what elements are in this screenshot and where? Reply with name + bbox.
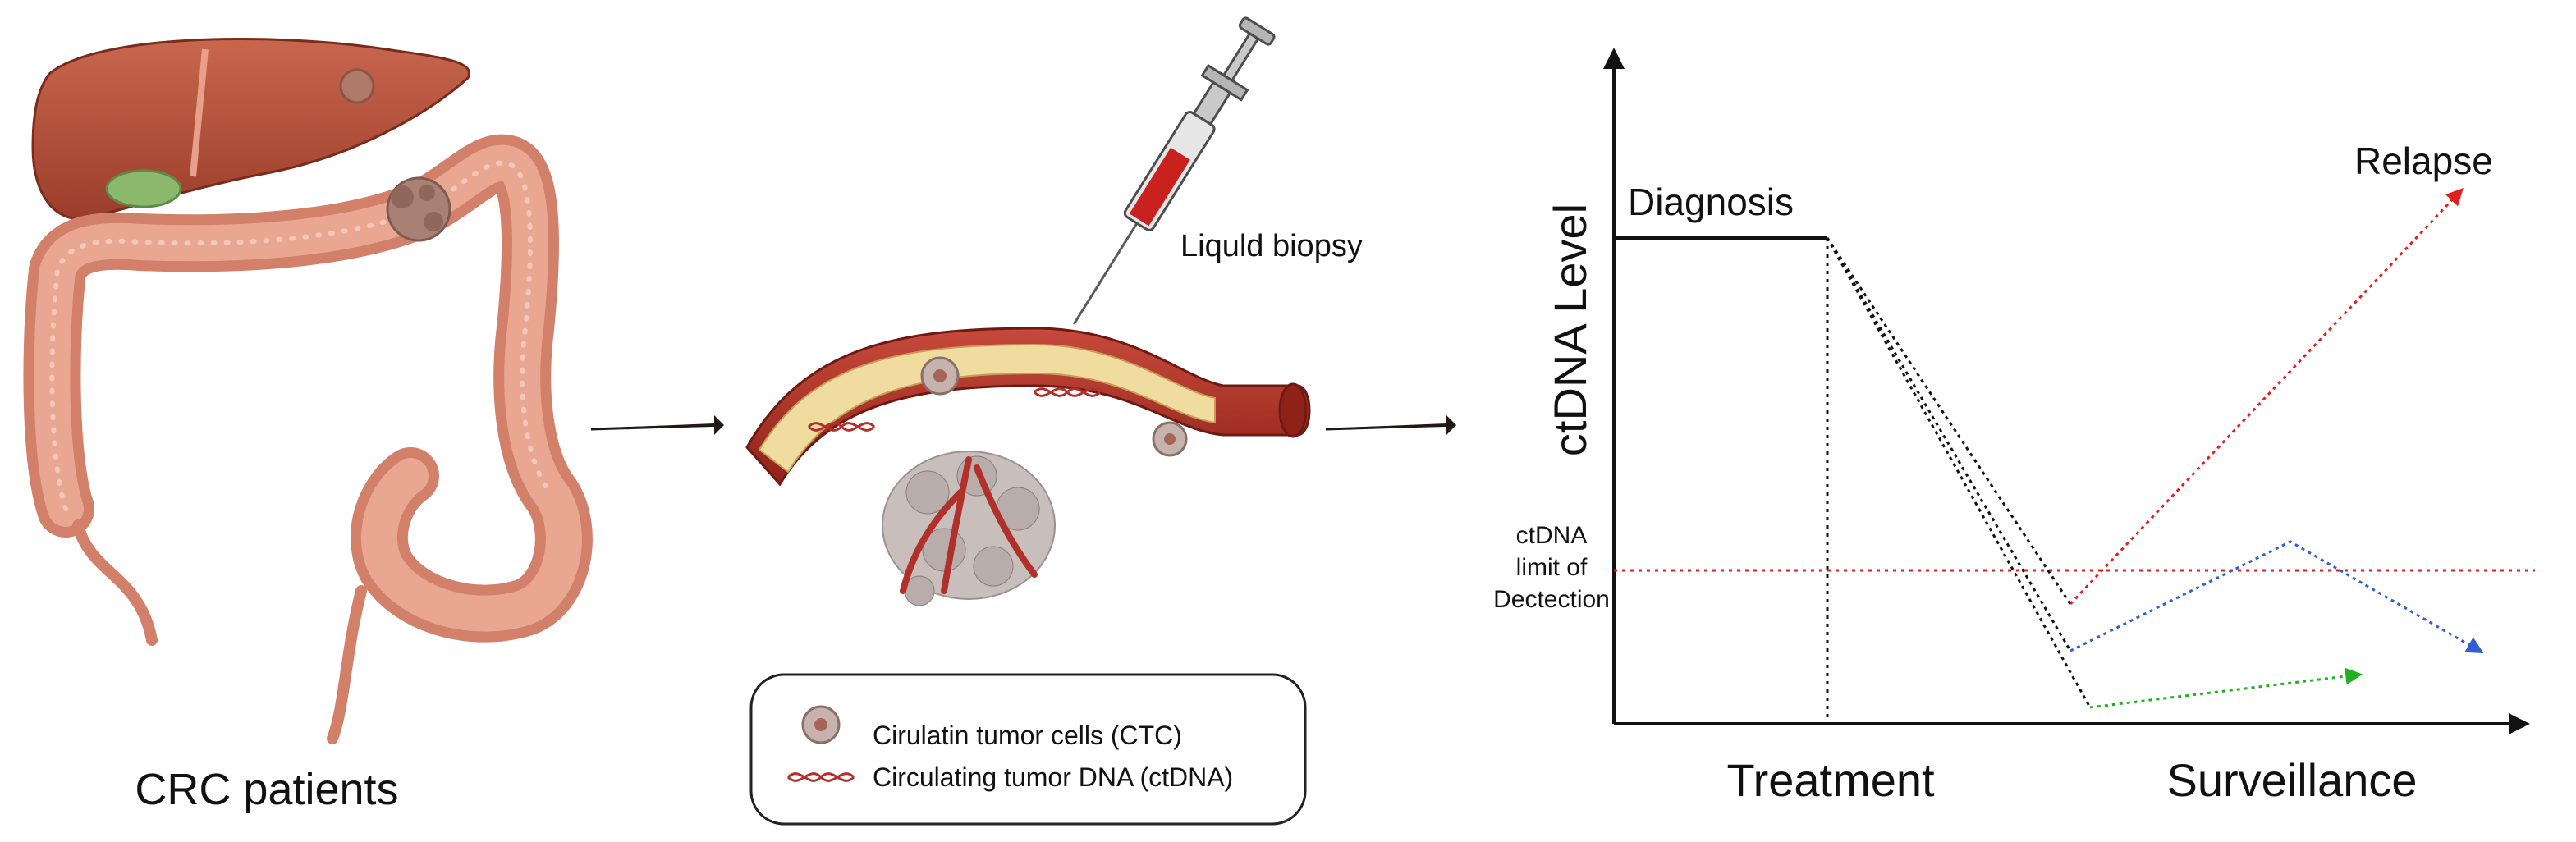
tumor-cell-icon	[801, 705, 841, 744]
trajectory-intermediate	[2070, 540, 2484, 654]
colon-illustration	[23, 38, 593, 744]
ctdna-fragment-icon	[807, 422, 876, 432]
trajectory-drop-intermediate	[1826, 237, 2072, 652]
y-axis-label: ctDNA Level	[1544, 204, 1596, 456]
diagnosis-label: Diagnosis	[1628, 181, 1794, 223]
y-axis-arrowhead	[1603, 48, 1625, 69]
phase-label-treatment: Treatment	[1726, 754, 1935, 806]
legend-box: Cirulatin tumor cells (CTC) Circulating …	[749, 673, 1307, 826]
ctdna-fragment-icon	[1033, 387, 1102, 397]
colon-tumor-icon	[386, 176, 451, 242]
relapse-label: Relapse	[2354, 140, 2493, 182]
flow-arrow-2	[1325, 415, 1456, 435]
detection-limit-label: ctDNA limit of Dectection	[1493, 522, 1610, 613]
caption-liquid-biopsy: Liquld biopsy	[1180, 229, 1363, 263]
legend-label-ctc: Cirulatin tumor cells (CTC)	[873, 721, 1182, 750]
detection-limit-label-line-2: limit of	[1516, 554, 1588, 581]
syringe-icon	[1072, 16, 1276, 325]
phase-label-surveillance: Surveillance	[2166, 754, 2417, 806]
dna-helix-icon	[786, 772, 855, 782]
tumor-cluster-icon	[882, 451, 1056, 606]
flow-arrow-1	[590, 415, 724, 435]
legend-item-ctdna: Circulating tumor DNA (ctDNA)	[786, 762, 1233, 792]
detection-limit-label-line-3: Dectection	[1493, 586, 1610, 613]
detection-limit-label-line-1: ctDNA	[1516, 522, 1588, 549]
ctdna-graph: ctDNA Level Diagnosis ctDNA limit of Dec…	[1493, 48, 2535, 806]
liver-metastasis-icon	[339, 68, 375, 104]
trajectory-remission	[2089, 667, 2363, 709]
trajectory-drop-remission	[1826, 237, 2092, 708]
trajectory-drop-relapse	[1826, 237, 2072, 605]
blood-vessel-illustration	[745, 327, 1311, 606]
vessel-lumen	[758, 343, 1216, 474]
x-axis-arrowhead	[2509, 713, 2530, 734]
gallbladder-shape	[105, 169, 182, 208]
caption-crc-patients: CRC patients	[135, 765, 398, 814]
trajectory-relapse	[2069, 187, 2464, 606]
legend-label-ctdna: Circulating tumor DNA (ctDNA)	[873, 762, 1233, 792]
legend-item-ctc: Cirulatin tumor cells (CTC)	[801, 705, 1182, 750]
